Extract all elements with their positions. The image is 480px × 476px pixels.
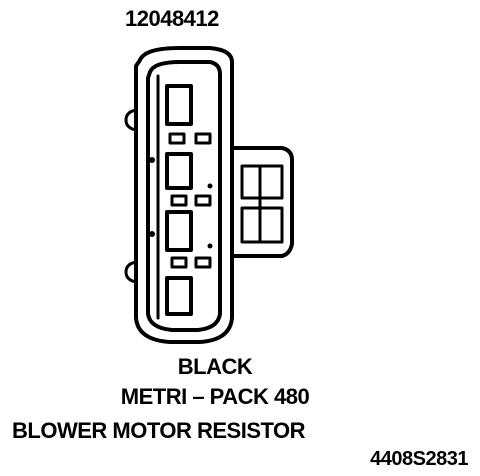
latch-window	[170, 256, 188, 269]
connector-diagram	[124, 46, 294, 344]
locking-tab-window-top	[240, 164, 284, 200]
part-number-label: 12048412	[125, 6, 219, 31]
latch-window	[194, 132, 212, 145]
housing-bump	[124, 108, 138, 132]
pin-dot	[207, 183, 213, 189]
locking-tab	[230, 146, 294, 258]
terminal-cavity-c	[165, 210, 193, 252]
pin-dot	[149, 231, 155, 237]
latch-window	[194, 194, 212, 207]
latch-window	[168, 132, 186, 145]
component-name-label: BLOWER MOTOR RESISTOR	[12, 418, 306, 443]
locking-tab-window-bottom	[240, 206, 284, 244]
pin-dot	[149, 157, 155, 163]
terminal-cavity-b	[165, 152, 193, 190]
latch-window	[194, 256, 212, 269]
terminal-cavity-d	[165, 276, 193, 316]
housing-bump	[124, 260, 138, 284]
connector-housing-outer	[134, 46, 234, 344]
connector-color-label: BLACK	[177, 354, 253, 379]
connector-series-label: METRI – PACK 480	[120, 384, 310, 409]
connector-housing-inner	[146, 60, 222, 332]
latch-window	[170, 194, 188, 207]
figure-id-label: 4408S2831	[370, 448, 468, 470]
pin-dot	[207, 243, 213, 249]
terminal-cavity-a	[165, 84, 193, 126]
